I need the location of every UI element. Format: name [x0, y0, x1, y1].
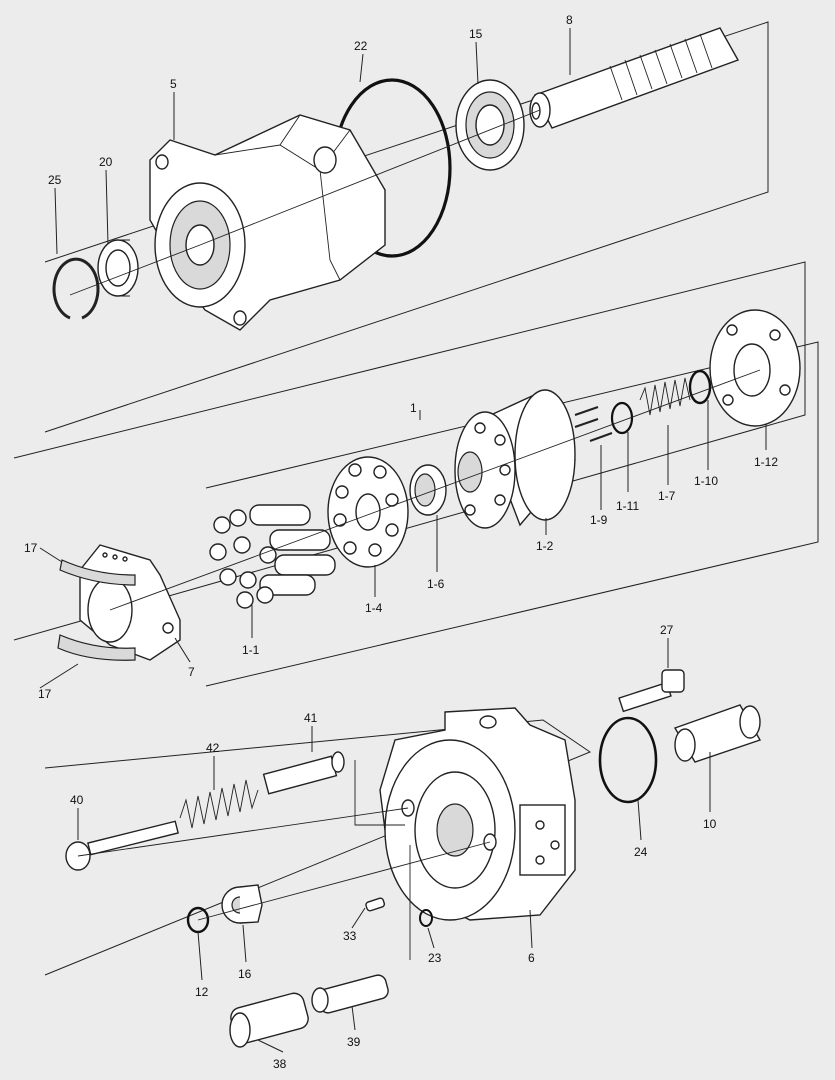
bearing-shell-part-17-bottom [57, 634, 136, 661]
label-40: 40 [70, 793, 84, 807]
label-1-12: 1-12 [754, 455, 778, 469]
piston-part-39 [311, 974, 389, 1014]
sleeve-part-10 [673, 704, 762, 763]
axis-line-middle [109, 369, 761, 611]
plug-part-41 [262, 751, 345, 795]
label-16: 16 [238, 967, 252, 981]
label-1-11: 1-11 [616, 499, 639, 513]
label-5: 5 [170, 77, 177, 91]
frame-bottom [44, 719, 592, 976]
sleeve-part-38 [229, 992, 309, 1048]
label-1-2: 1-2 [536, 539, 554, 553]
bearing-shell-part-17-top [59, 559, 136, 586]
label-27: 27 [660, 623, 674, 637]
label-24: 24 [634, 845, 648, 859]
pins-part-1-9 [574, 406, 613, 442]
axis-line-bottom-3 [354, 760, 405, 826]
axis-line-bottom-2 [77, 807, 409, 857]
label-41: 41 [304, 711, 318, 725]
pin-part-33 [365, 897, 386, 912]
label-17-bottom: 17 [38, 687, 52, 701]
label-1-7: 1-7 [658, 489, 676, 503]
axis-line-bottom-1 [197, 841, 491, 921]
label-42: 42 [206, 741, 220, 755]
label-10: 10 [703, 817, 717, 831]
label-8: 8 [566, 13, 573, 27]
circlip-part-25 [52, 257, 100, 320]
label-20: 20 [99, 155, 113, 169]
label-1-6: 1-6 [427, 577, 445, 591]
label-1: 1 [410, 401, 417, 415]
spring-part-1-7 [639, 377, 691, 416]
snap-ring-part-1-10 [688, 369, 712, 405]
spool-part-40 [65, 820, 179, 871]
shaft-part-8 [529, 27, 740, 129]
label-23: 23 [428, 951, 442, 965]
o-ring-part-23 [419, 909, 433, 927]
label-17-top: 17 [24, 541, 38, 555]
label-12: 12 [195, 985, 209, 999]
retainer-plate-part-1-4 [327, 456, 409, 568]
axis-line-top [69, 244, 201, 296]
bearing-part-15 [455, 79, 525, 171]
part-labels: 22 15 8 5 20 25 1 1-12 1-10 1-7 1-11 1-9… [24, 13, 778, 1071]
housing-part-5 [149, 114, 386, 331]
frame-top [44, 21, 769, 433]
label-1-9: 1-9 [590, 513, 608, 527]
port-housing-part-6 [379, 707, 576, 921]
bolt-part-27 [618, 669, 685, 713]
bearing-part-1-6 [409, 464, 447, 516]
leader-lines [39, 28, 767, 1053]
pistons-part-1-1 [209, 504, 336, 609]
label-1-4: 1-4 [365, 601, 383, 615]
label-15: 15 [469, 27, 483, 41]
label-7: 7 [188, 665, 195, 679]
label-1-10: 1-10 [694, 474, 718, 488]
washer-part-1-11 [610, 401, 634, 435]
valve-plate-part-1-12 [709, 309, 801, 427]
cylinder-block-part-1-2 [454, 389, 576, 529]
bushing-part-16 [221, 884, 263, 924]
spring-part-42 [179, 779, 259, 829]
label-33: 33 [343, 929, 357, 943]
label-38: 38 [273, 1057, 287, 1071]
label-6: 6 [528, 951, 535, 965]
label-25: 25 [48, 173, 62, 187]
o-ring-part-24 [598, 716, 658, 804]
seal-part-20 [97, 239, 139, 297]
label-22: 22 [354, 39, 368, 53]
label-1-1: 1-1 [242, 643, 260, 657]
axis-line-top-2 [199, 109, 541, 246]
label-39: 39 [347, 1035, 361, 1049]
frame-rotating-group-outer [13, 261, 806, 641]
